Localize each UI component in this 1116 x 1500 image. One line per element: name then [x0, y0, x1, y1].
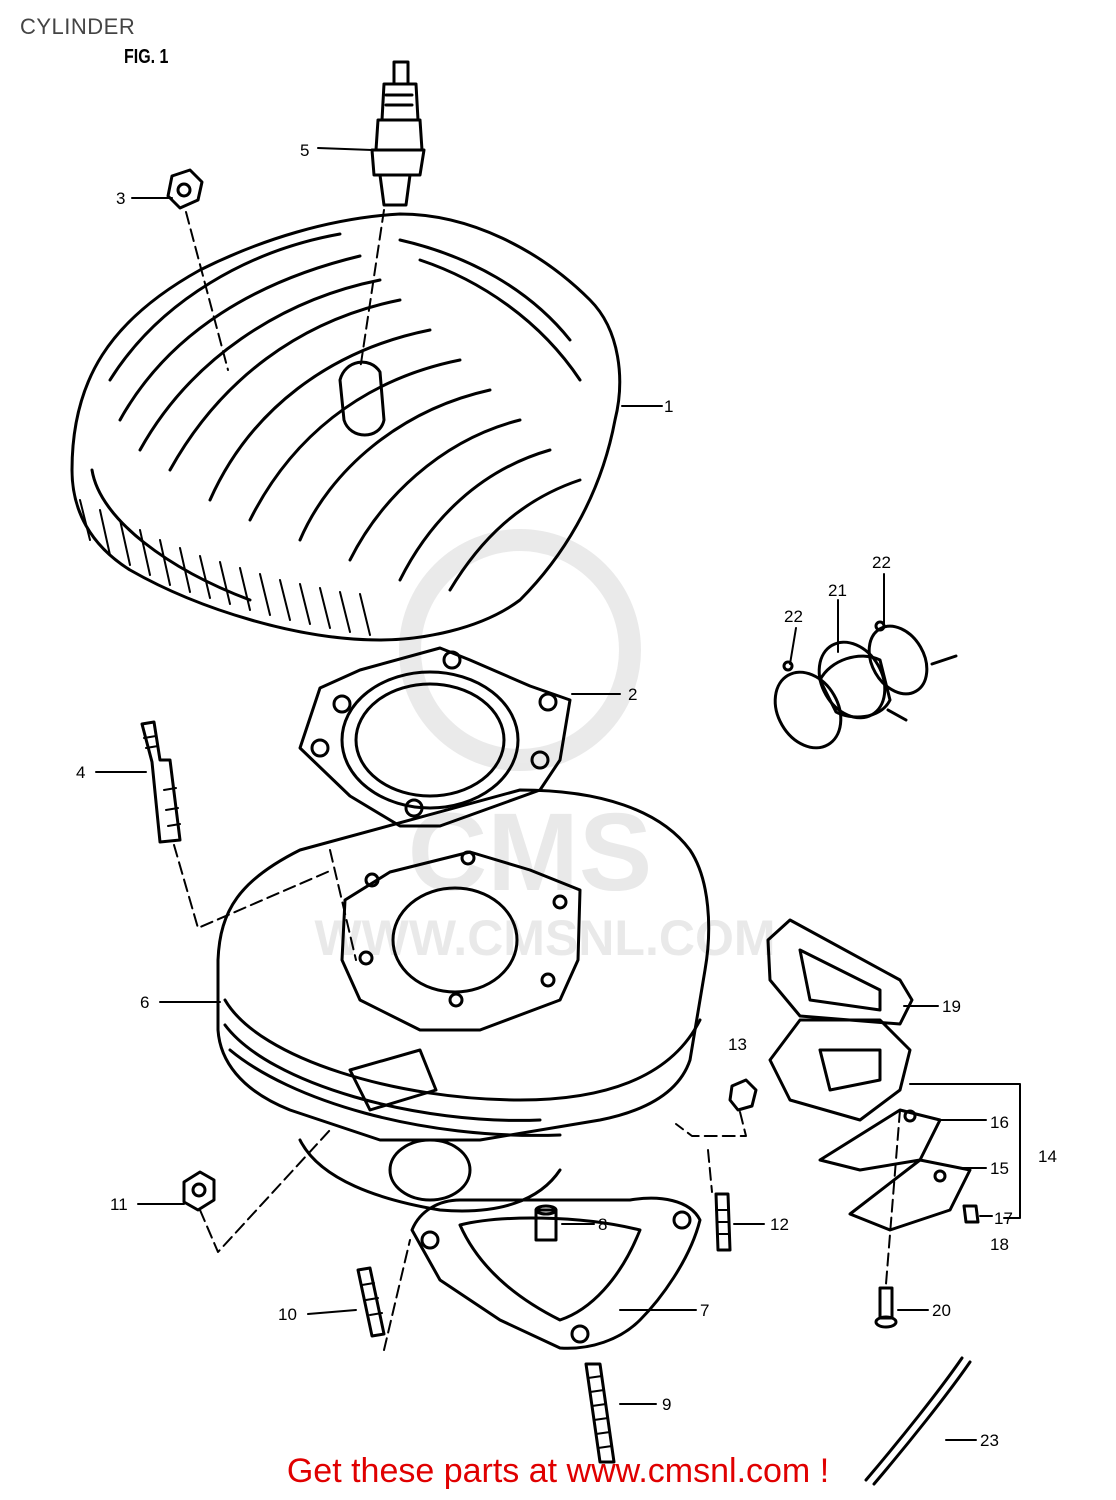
- cylinder-base-nut: [182, 1170, 216, 1212]
- exhaust-stud: [714, 1192, 732, 1252]
- callout-5: 5: [300, 141, 309, 160]
- reed-valve-assembly: [768, 1018, 980, 1232]
- callout-10: 10: [278, 1305, 297, 1324]
- cylinder-head-nut: [166, 168, 204, 210]
- intake-pipe-assembly: [773, 620, 958, 750]
- spark-plug: [370, 60, 426, 207]
- callout-13: 13: [728, 1035, 747, 1054]
- callout-9: 9: [662, 1395, 671, 1414]
- reed-valve-screw: [874, 1286, 898, 1329]
- cylinder-head-gasket: [298, 646, 572, 828]
- callout-18: 18: [990, 1235, 1009, 1254]
- callout-15: 15: [990, 1159, 1009, 1178]
- drain-hose: [864, 1356, 972, 1486]
- callout-23: 23: [980, 1431, 999, 1450]
- callout-4: 4: [76, 763, 85, 782]
- callout-12: 12: [770, 1215, 789, 1234]
- stud-bolt-short: [356, 1266, 386, 1338]
- page-title: CYLINDER: [20, 14, 136, 39]
- callout-22-left: 22: [784, 607, 803, 626]
- cylinder-head: [70, 212, 622, 642]
- callout-14: 14: [1038, 1147, 1057, 1166]
- callout-21: 21: [828, 581, 847, 600]
- dowel-pin: [534, 1204, 558, 1242]
- figure-label: FIG. 1: [124, 46, 169, 68]
- callout-22-right: 22: [872, 553, 891, 572]
- cms-watermark: CMS WWW.CMSNL.COM: [314, 529, 776, 966]
- callout-20: 20: [932, 1301, 951, 1320]
- callout-3: 3: [116, 189, 125, 208]
- leader-lines: [95, 147, 1021, 1441]
- cylinder-block: [216, 788, 711, 1213]
- exhaust-nut: [728, 1078, 758, 1112]
- callout-17: 17: [994, 1209, 1013, 1228]
- callout-2: 2: [628, 685, 637, 704]
- stud-bolt-long: [584, 1362, 616, 1464]
- callout-11: 11: [110, 1195, 128, 1214]
- callout-19: 19: [942, 997, 961, 1016]
- callout-labels: 1 2 3 4 5 6 7 8 9 10 11 12 13 14 15 16 1…: [76, 141, 1057, 1450]
- footer-shop-link[interactable]: Get these parts at www.cmsnl.com !: [286, 1452, 830, 1490]
- callout-8: 8: [598, 1215, 607, 1234]
- callout-1: 1: [664, 397, 673, 416]
- callout-16: 16: [990, 1113, 1009, 1132]
- cylinder-stud: [140, 720, 182, 844]
- callout-6: 6: [140, 993, 149, 1012]
- callout-7: 7: [700, 1301, 709, 1320]
- watermark-url: WWW.CMSNL.COM: [314, 910, 775, 966]
- reed-valve-gasket: [766, 918, 914, 1026]
- cylinder-base-gasket: [410, 1196, 702, 1350]
- watermark-logo: CMS: [408, 791, 652, 914]
